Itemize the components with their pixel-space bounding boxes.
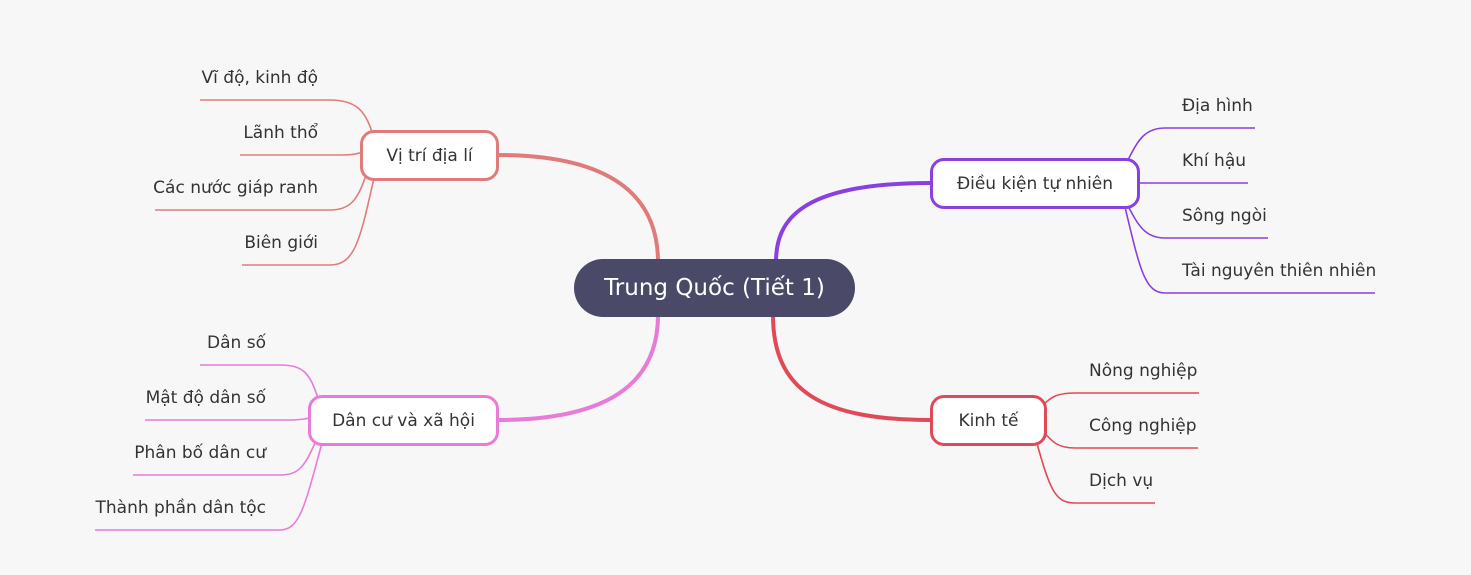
link-leaf-vi-do-kinh-do (200, 99, 373, 133)
leaf-nong-nghiep[interactable]: Nông nghiệp (1089, 361, 1198, 381)
link-leaf-dan-so (200, 364, 319, 399)
branch-vi-tri-dia-li[interactable]: Vị trí địa lí (360, 130, 499, 181)
leaf-cac-nuoc-giap-ranh[interactable]: Các nước giáp ranh (153, 178, 318, 198)
leaf-bien-gioi[interactable]: Biên giới (244, 233, 318, 253)
link-center-vi-tri-dia-li (497, 153, 660, 263)
central-topic[interactable]: Trung Quốc (Tiết 1) (574, 259, 855, 317)
link-leaf-cac-nuoc-giap-ranh (155, 174, 367, 211)
leaf-phan-bo-dan-cu[interactable]: Phân bố dân cư (134, 443, 266, 463)
leaf-mat-do-dan-so[interactable]: Mật độ dân số (145, 388, 266, 408)
leaf-dan-so[interactable]: Dân số (207, 333, 266, 353)
link-leaf-bien-gioi (242, 177, 375, 266)
leaf-cong-nghiep[interactable]: Công nghiệp (1089, 416, 1197, 436)
branch-dan-cu-va-xa-hoi[interactable]: Dân cư và xã hội (308, 395, 499, 446)
link-leaf-mat-do-dan-so (145, 417, 311, 421)
leaf-song-ngoi[interactable]: Sông ngòi (1182, 206, 1267, 226)
branch-dieu-kien-tu-nhien[interactable]: Điều kiện tự nhiên (930, 158, 1140, 209)
link-leaf-dich-vu (1035, 439, 1155, 504)
leaf-vi-do-kinh-do[interactable]: Vĩ độ, kinh độ (201, 68, 318, 88)
link-leaf-phan-bo-dan-cu (133, 440, 317, 476)
leaf-tai-nguyen-thien-nhien[interactable]: Tài nguyên thiên nhiên (1182, 261, 1377, 281)
link-leaf-thanh-phan-dan-toc (95, 442, 323, 531)
link-center-dan-cu-va-xa-hoi (497, 314, 660, 422)
link-leaf-nong-nghiep (1039, 392, 1199, 409)
link-center-kinh-te (771, 314, 932, 422)
link-leaf-dia-hinh (1127, 127, 1255, 161)
leaf-lanh-tho[interactable]: Lãnh thổ (243, 123, 318, 143)
link-leaf-song-ngoi (1127, 205, 1268, 239)
link-leaf-tai-nguyen (1124, 206, 1375, 294)
leaf-khi-hau[interactable]: Khí hậu (1182, 151, 1247, 171)
link-center-dieu-kien-tu-nhien (774, 181, 932, 263)
link-leaf-lanh-tho (240, 151, 363, 156)
leaf-dia-hinh[interactable]: Địa hình (1182, 96, 1253, 116)
leaf-dich-vu[interactable]: Dịch vụ (1089, 471, 1154, 491)
branch-kinh-te[interactable]: Kinh tế (930, 395, 1047, 446)
leaf-thanh-phan-dan-toc[interactable]: Thành phần dân tộc (95, 498, 267, 518)
